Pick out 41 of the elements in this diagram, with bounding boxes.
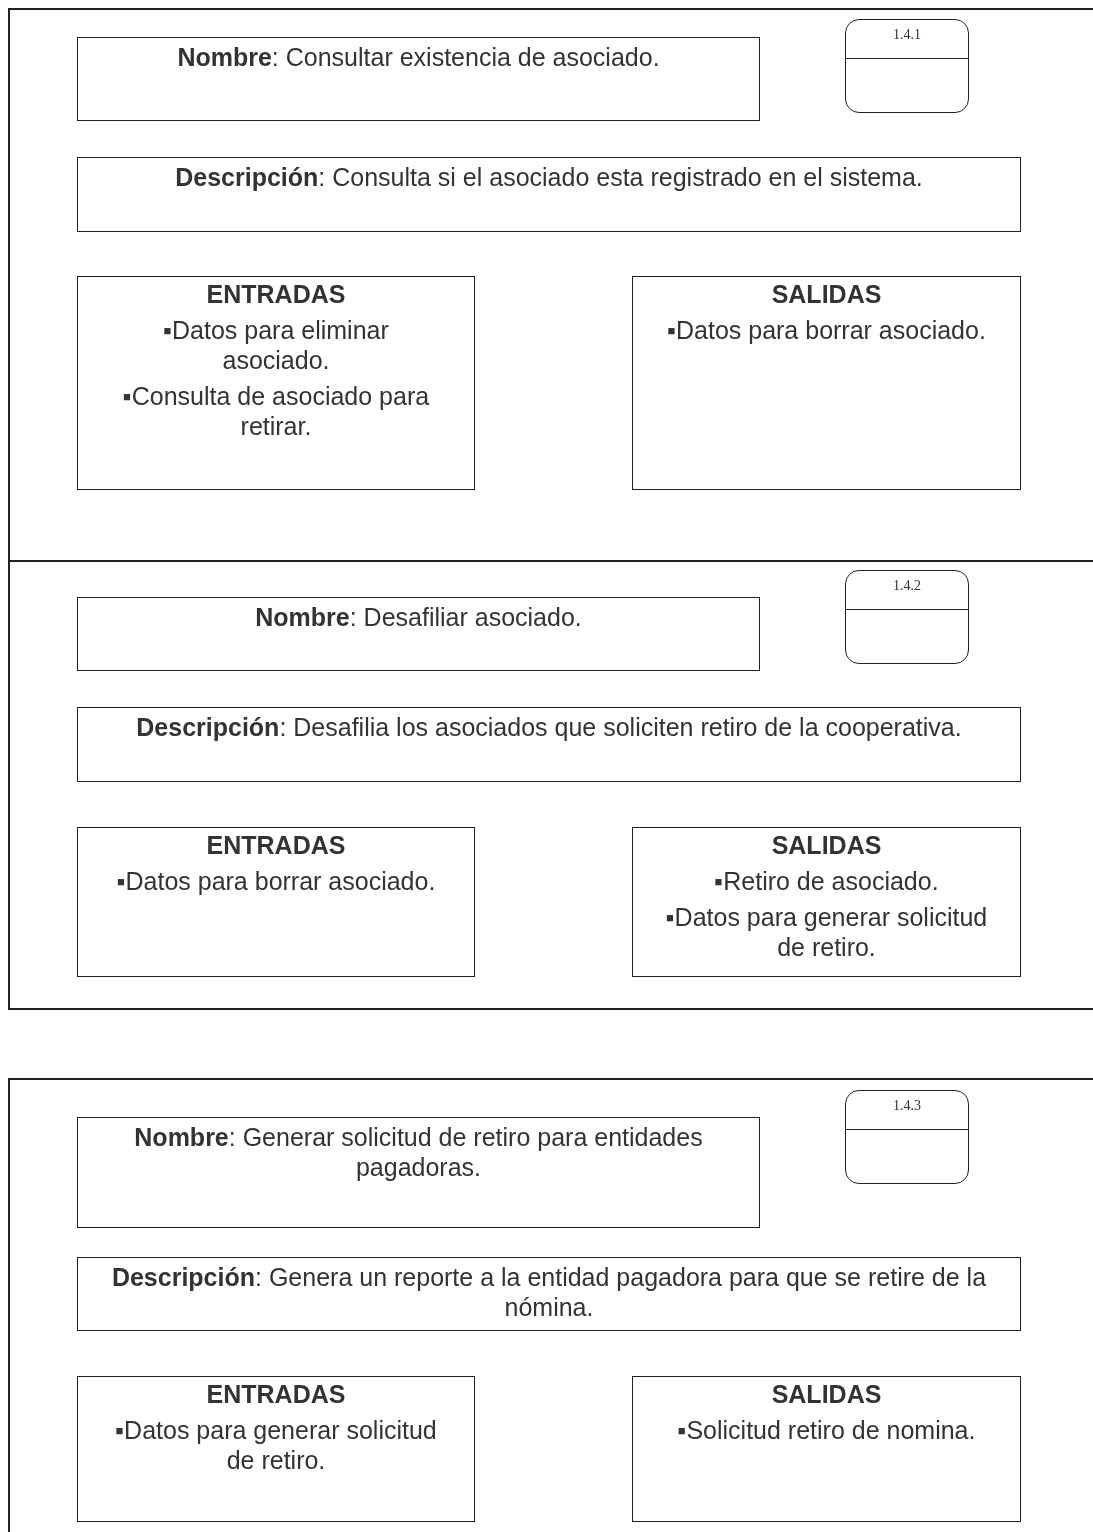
list-heading: SALIDAS: [770, 1379, 883, 1409]
description-text: Nombre: Consultar existencia de asociado.: [177, 43, 660, 71]
list-heading: ENTRADAS: [205, 279, 347, 309]
section-frame: [8, 560, 1093, 1010]
process-number: 1.4.2: [846, 571, 968, 610]
process-symbol: [845, 1090, 969, 1184]
list-heading: SALIDAS: [770, 279, 883, 309]
description-text: Nombre: Generar solicitud de retiro para entidades pagadoras.: [134, 1123, 703, 1181]
description-text: Descripción: Genera un reporte a la entidad pagadora para que se retire de la nómina.: [111, 1263, 987, 1321]
list-box: [632, 1376, 1021, 1522]
list-item: ▪Datos para generar solicitud de retiro.: [114, 1415, 438, 1475]
list-item: ▪Datos para borrar asociado.: [666, 315, 987, 345]
text-box: [77, 597, 760, 671]
description-text: Descripción: Desafilia los asociados que soliciten retiro de la cooperativa.: [136, 713, 962, 741]
process-symbol: [845, 570, 969, 664]
process-symbol: [845, 19, 969, 113]
list-item: ▪Solicitud retiro de nomina.: [676, 1415, 977, 1445]
list-item: ▪Datos para eliminar asociado.: [162, 315, 390, 375]
list-item: ▪Retiro de asociado.: [713, 866, 940, 896]
section-frame: [8, 1078, 1093, 1532]
list-item: ▪Datos para borrar asociado.: [115, 866, 437, 896]
text-box: [77, 707, 1021, 782]
text-box: [77, 157, 1021, 232]
text-box: [77, 1117, 760, 1228]
description-text: Nombre: Desafiliar asociado.: [255, 603, 582, 631]
list-heading: SALIDAS: [770, 830, 883, 860]
list-item: ▪Datos para generar solicitud de retiro.: [664, 902, 989, 962]
process-number: 1.4.1: [846, 20, 968, 59]
list-box: [77, 1376, 475, 1522]
text-box: [77, 1257, 1021, 1331]
list-box: [77, 276, 475, 490]
list-box: [632, 827, 1021, 977]
section-frame: [8, 8, 1093, 562]
list-heading: ENTRADAS: [205, 1379, 347, 1409]
list-item: ▪Consulta de asociado para retirar.: [121, 381, 431, 441]
list-box: [632, 276, 1021, 490]
text-box: [77, 37, 760, 121]
list-box: [77, 827, 475, 977]
process-number: 1.4.3: [846, 1091, 968, 1130]
list-heading: ENTRADAS: [205, 830, 347, 860]
description-text: Descripción: Consulta si el asociado esta registrado en el sistema.: [175, 163, 923, 191]
